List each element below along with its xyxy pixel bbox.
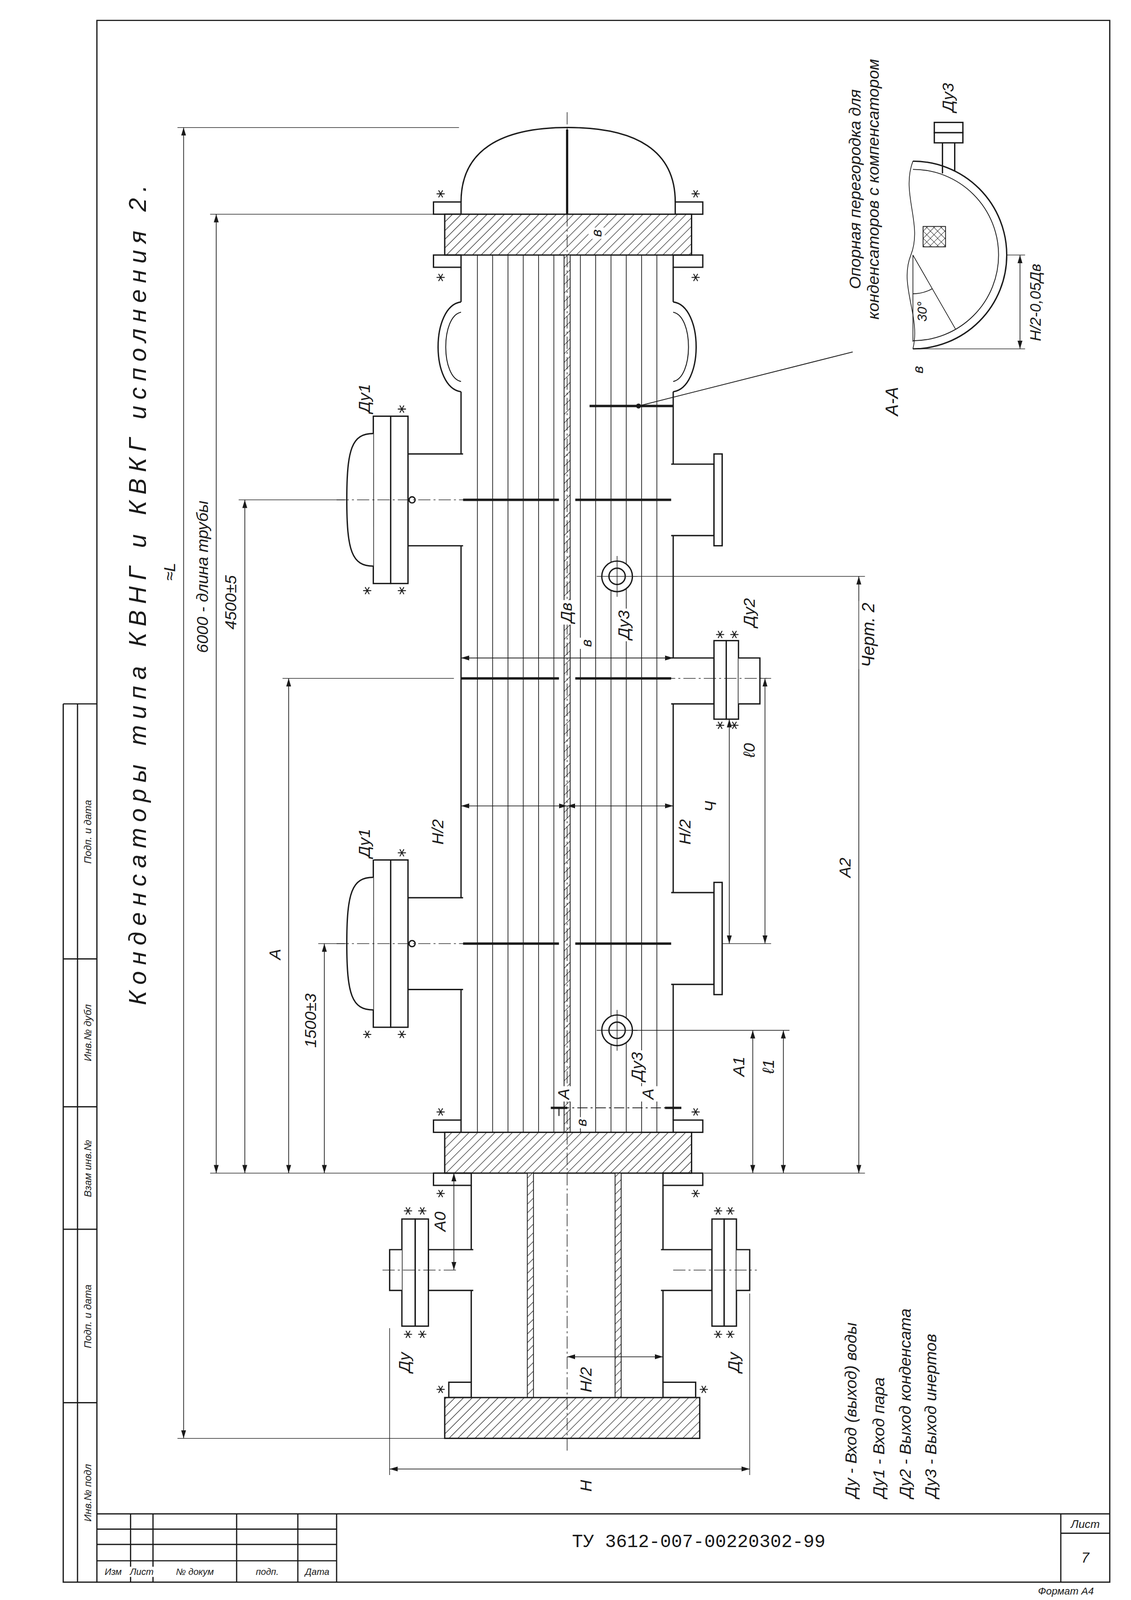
callout-note: Опорная перегородка для конденсаторов с …	[846, 34, 884, 345]
stamp-cell: Подп. и дата	[81, 1282, 94, 1351]
nozzle-label: Ду3	[614, 608, 634, 642]
dimension-label: в	[578, 637, 595, 649]
drawing-title: Конденсаторы типа КВНГ и КВКГ исполнения…	[123, 176, 152, 1007]
title-block-cell: подп.	[253, 1566, 281, 1578]
stamp-cell: Подп. и дата	[81, 797, 94, 866]
section-title: А-А	[882, 384, 903, 418]
angle-label: 30°	[915, 299, 931, 324]
figure-number: Черт. 2	[859, 600, 880, 670]
dimension-label: А0	[431, 1209, 451, 1234]
document-code: ТУ 3612-007-00220302-99	[570, 1531, 828, 1553]
condenser-body	[346, 127, 853, 1439]
nozzle-note: Ду2 - Выход конденсата	[896, 1306, 916, 1500]
stamp-cell: Инв.№ дубл	[81, 1001, 94, 1064]
dimension-label: H	[576, 1477, 596, 1494]
dimension-label: А2	[836, 855, 856, 880]
sheet-frame	[63, 20, 1111, 1583]
dimension-label: Ч	[701, 798, 721, 814]
dimension-lines	[177, 127, 1026, 1476]
dimension-label: H/2	[576, 1364, 596, 1395]
stamp-cell: Инв.№ подл	[81, 1461, 94, 1524]
dimension-label: ℓ1	[759, 1057, 779, 1076]
title-block-cell: Изм	[102, 1566, 124, 1578]
nozzle-note: Ду3 - Выход инертов	[921, 1331, 941, 1500]
format-note: Формат А4	[1036, 1585, 1096, 1598]
sheet-number: 7	[1079, 1549, 1092, 1566]
title-block-cell: Дата	[303, 1566, 332, 1578]
title-block-cell: № докум	[173, 1566, 216, 1578]
dimension-label: в	[573, 1116, 590, 1129]
nozzle-label: Ду2	[740, 596, 759, 629]
center-lines	[336, 112, 768, 1454]
dimension-label: Дв	[557, 600, 577, 625]
dimension-label: А	[265, 946, 285, 962]
dimension-label: H/2-0,05Дв	[1026, 261, 1045, 344]
nozzle-label: Ду1	[355, 381, 375, 415]
dimension-label: 4500±5	[222, 573, 241, 632]
nozzle-label: Ду1	[355, 826, 375, 860]
nozzle-note: Ду - Вход (выход) воды	[842, 1320, 862, 1500]
dimension-label: ℓ0	[740, 741, 759, 760]
section-view	[907, 122, 1007, 349]
title-block-cell: Лист	[1068, 1517, 1102, 1531]
nozzle-label: Ду	[395, 1350, 415, 1375]
stamp-cell: Взам инв.№	[81, 1137, 94, 1199]
dimension-label: 6000 - длина трубы	[193, 498, 213, 655]
dimension-label: H/2	[429, 817, 448, 847]
nozzle-label: Ду3	[939, 80, 958, 114]
dimension-label: 1500±3	[301, 991, 321, 1050]
title-block-cell: Лист	[127, 1566, 156, 1578]
section-mark: А	[554, 1086, 574, 1102]
dimension-label: в	[588, 227, 605, 239]
section-mark: А	[639, 1086, 659, 1102]
dimension-label: в	[909, 363, 927, 376]
nozzle-label: Ду	[725, 1350, 744, 1375]
dimension-label: А1	[730, 1054, 749, 1079]
dimension-label: H/2	[675, 817, 695, 847]
nozzle-note: Ду1 - Вход пара	[869, 1374, 889, 1500]
dimension-label: ≈L	[160, 560, 180, 583]
nozzle-label: Ду3	[627, 1049, 647, 1083]
